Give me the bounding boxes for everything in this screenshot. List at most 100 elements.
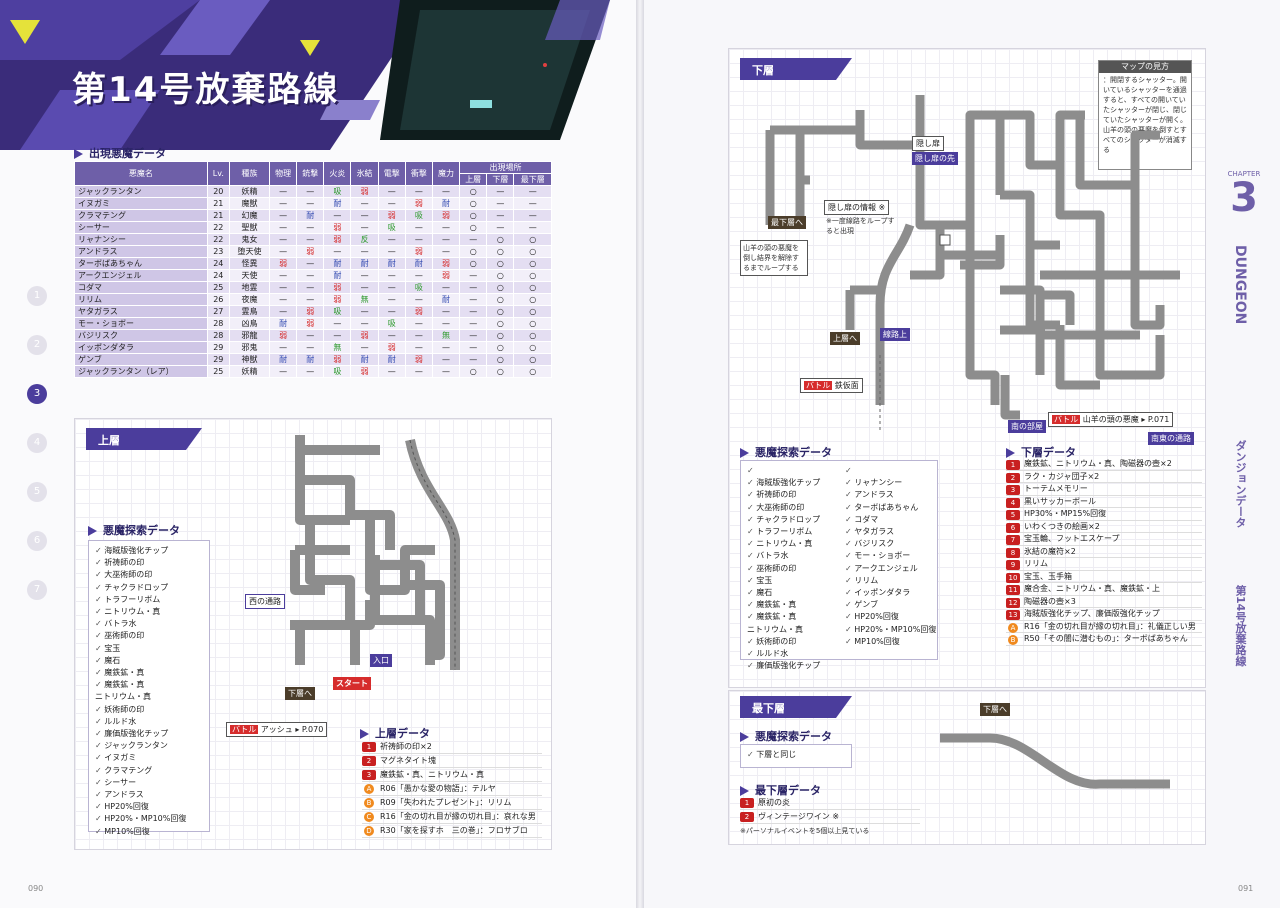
table-cell: 鬼女 (228, 233, 271, 246)
item-tag-icon: 8 (1006, 547, 1020, 558)
data-row-text: 黒いサッカーボール (1024, 496, 1096, 506)
th-ice: 氷結 (350, 161, 379, 186)
table-cell: 弱 (350, 365, 379, 378)
table-cell: ○ (513, 269, 552, 282)
table-cell: — (459, 341, 488, 354)
table-cell: ゲンブ (74, 353, 208, 366)
table-cell: 弱 (323, 221, 352, 234)
data-row-text: R16「金の切れ目が縁の切れ目」：礼儀正しい男 (1024, 621, 1196, 631)
table-cell: — (377, 245, 406, 258)
th-location: 出現場所 (459, 161, 552, 174)
table-cell: 無 (323, 341, 352, 354)
table-cell: 弱 (404, 353, 433, 366)
item-tag-icon: 1 (362, 742, 376, 752)
lower-search-header: 悪魔探索データ (740, 444, 832, 460)
table-cell: 妖精 (228, 365, 271, 378)
upper-battle-box: バトル アッシュ ▸ P.070 (226, 722, 328, 737)
table-cell: 弱 (296, 245, 325, 258)
table-cell: 22 (206, 233, 230, 246)
table-cell: 弱 (269, 257, 298, 270)
table-cell: 吸 (404, 281, 433, 294)
south-room-label: 南の部屋 (1008, 420, 1046, 433)
list-item: 妖術師の印 (747, 636, 842, 648)
table-cell: — (431, 341, 461, 354)
table-cell: — (431, 281, 461, 294)
item-tag-icon: A (364, 784, 374, 794)
table-cell: ○ (459, 257, 488, 270)
chapter-circle[interactable]: 5 (27, 482, 47, 502)
to-bottom-label: 最下層へ (768, 216, 806, 229)
table-cell: 神獣 (228, 353, 271, 366)
th-lv: Lv. (206, 161, 230, 186)
table-cell: 耐 (323, 197, 352, 210)
table-cell: 25 (206, 281, 230, 294)
data-row-text: 祈祷師の印×2 (380, 742, 432, 751)
item-tag-icon: 1 (1006, 460, 1020, 470)
table-cell: — (431, 317, 461, 330)
table-cell: — (377, 197, 406, 210)
list-item: ジャックランタン (95, 740, 203, 752)
entrance-label: 入口 (370, 654, 392, 667)
table-cell: 弱 (296, 317, 325, 330)
table-cell: — (377, 329, 406, 342)
item-tag-icon: 5 (1006, 510, 1020, 520)
table-cell: — (459, 329, 488, 342)
upper-down-label: 下層へ (285, 687, 315, 700)
lower-search-list: 海賊版強化チップ祈祷師の印大巫術師の印チャクラドロップトラフーリボムニトリウム・… (740, 460, 938, 670)
table-cell: — (431, 305, 461, 318)
list-item: トラフーリボム (95, 594, 203, 606)
lower-search-col2: リャナンシーアンドラスターボばあちゃんコダマヤタガラスバジリスクモー・ショボーア… (845, 465, 937, 648)
chapter-label: CHAPTER (1227, 170, 1261, 178)
item-tag-icon: 1 (740, 798, 754, 808)
list-item: HP20%・MP10%回復 (845, 624, 937, 636)
table-cell: — (431, 365, 461, 378)
table-cell: — (377, 365, 406, 378)
data-row-text: R09「失われたプレゼント」：リリム (380, 798, 512, 807)
item-tag-icon: 2 (740, 812, 754, 822)
table-cell: — (296, 365, 325, 378)
th-almighty: 魔力 (431, 161, 461, 186)
list-item: 巫術師の印 (747, 563, 842, 575)
table-cell: — (377, 233, 406, 246)
chapter-circle[interactable]: 3 (27, 384, 47, 404)
chapter-circle[interactable]: 1 (27, 286, 47, 306)
chapter-circle[interactable]: 4 (27, 433, 47, 453)
chapter-circle[interactable]: 6 (27, 531, 47, 551)
table-cell: 堕天使 (228, 245, 271, 258)
hidden-door-label: 隠し扉 (912, 136, 944, 151)
chapter-circle[interactable]: 2 (27, 335, 47, 355)
table-cell: ○ (486, 365, 515, 378)
chapter-circle[interactable]: 7 (27, 580, 47, 600)
table-cell: — (269, 185, 298, 198)
table-cell: — (513, 185, 552, 198)
table-cell: 弱 (431, 209, 461, 222)
table-cell: — (486, 209, 515, 222)
item-tag-icon: 10 (1006, 572, 1020, 583)
table-cell: 耐 (377, 353, 406, 366)
upper-search-list: 海賊版強化チップ祈祷師の印大巫術師の印チャクラドロップトラフーリボムニトリウム・… (88, 540, 210, 836)
table-cell: ターボばあちゃん (74, 257, 208, 270)
table-cell: — (459, 353, 488, 366)
table-cell: — (459, 317, 488, 330)
table-cell: 弱 (350, 329, 379, 342)
table-cell: 天使 (228, 269, 271, 282)
se-passage-label: 南東の通路 (1148, 432, 1194, 445)
upper-tab: 上層 (86, 428, 202, 450)
battle2-name: 山羊の頭の悪魔 ▸ P.071 (1082, 415, 1170, 424)
table-cell: シーサー (74, 221, 208, 234)
list-item: ニトリウム・真 (95, 606, 203, 618)
table-cell: 弱 (323, 353, 352, 366)
table-cell: — (269, 233, 298, 246)
table-cell: 耐 (431, 197, 461, 210)
table-cell: — (404, 221, 433, 234)
table-cell: バジリスク (74, 329, 208, 342)
list-item: ルルド水 (95, 716, 203, 728)
table-cell: — (296, 281, 325, 294)
th-race: 種族 (228, 161, 271, 186)
